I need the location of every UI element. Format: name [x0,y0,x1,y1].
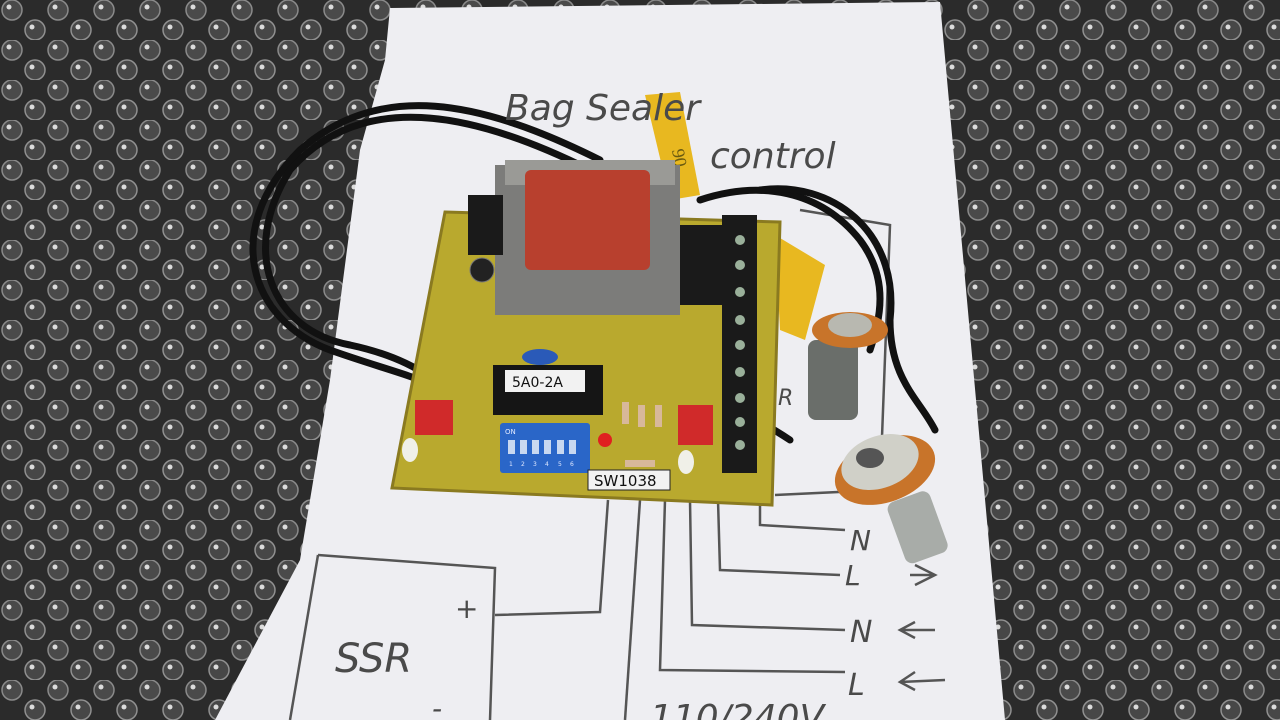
resistors [622,402,662,467]
capacitor [468,195,503,255]
red-led [598,433,612,447]
red-button-right [678,405,713,445]
dip-number: 5 [558,461,562,468]
potentiometer-top [808,312,888,420]
pcb-board: 5A0-2A ON 1 2 3 4 5 6 SW1038 [390,160,782,507]
terminal-n-2: N [850,615,872,650]
dip-number: 3 [533,461,537,468]
yellow-tape-top [645,92,700,200]
chip-label: 5A0-2A [512,375,563,391]
dip-number: 1 [509,461,513,468]
wiring-sketch [288,208,946,720]
transformer-bobbin [525,170,650,270]
yellow-tape-right [775,235,825,340]
dip-number: 4 [545,461,549,468]
ssr-minus: - [432,692,442,720]
red-button-left [415,400,453,435]
dip-on-label: ON [505,428,516,436]
title-line-2: control [710,136,836,177]
blue-capacitor [522,349,558,365]
supply-voltage-label: 110/240V [650,698,827,720]
white-led [678,450,694,474]
relay [680,225,725,305]
ssr-label: SSR [335,636,412,682]
potentiometer-bottom [834,433,948,564]
terminal-l-1: L [845,559,861,592]
ssr-plus: + [455,592,478,625]
side-label: R [778,386,793,411]
dip-number: 2 [521,461,525,468]
title-line-1: Bag Sealer [505,88,702,129]
handwritten-title: Bag Sealer control [505,88,836,177]
board-label: SW1038 [594,472,657,490]
terminal-l-2: L [848,668,865,703]
white-led [402,438,418,462]
terminal-n-1: N [850,524,871,557]
dip-number: 6 [570,461,574,468]
